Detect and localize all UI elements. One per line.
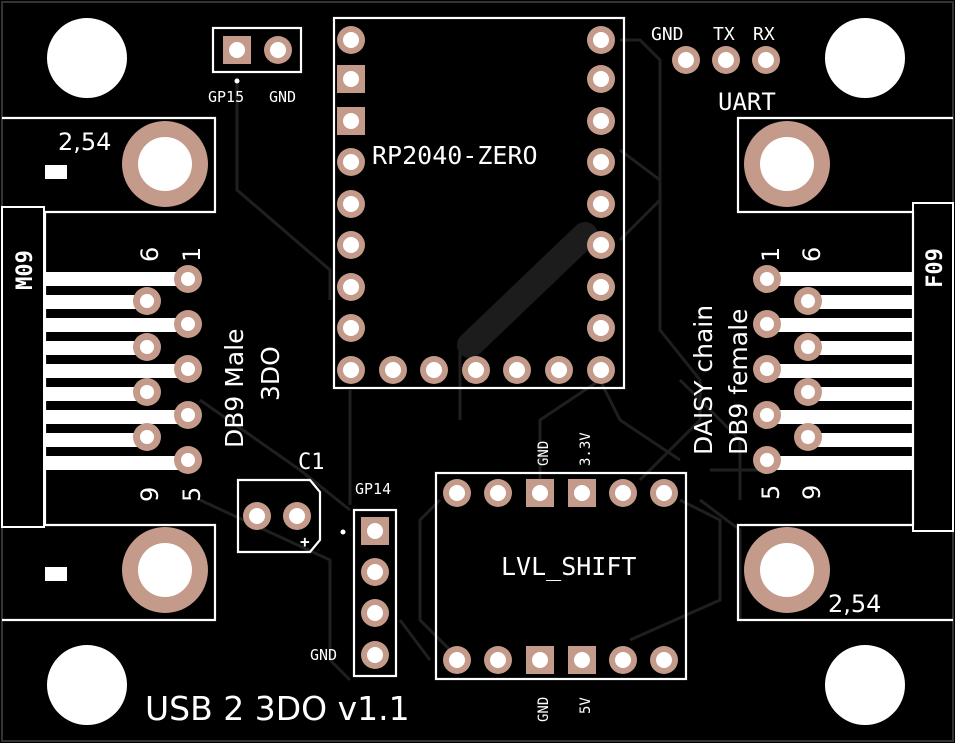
right-pin-5-label: 5 bbox=[757, 485, 785, 500]
uart-tx-label: TX bbox=[713, 24, 735, 45]
left-pitch-label: 2,54 bbox=[58, 128, 111, 156]
right-pitch-label: 2,54 bbox=[828, 590, 881, 618]
uart-gnd-label: GND bbox=[651, 24, 684, 45]
uart-header bbox=[672, 46, 780, 74]
left-pin-6-label: 6 bbox=[136, 247, 164, 262]
gp15-header bbox=[211, 26, 303, 84]
ls-top-gnd-label: GND bbox=[536, 441, 552, 466]
gp15-label: GP15 bbox=[208, 88, 244, 106]
right-connector-label: F09 bbox=[923, 248, 948, 288]
left-pin-9-label: 9 bbox=[136, 487, 164, 502]
rp2040-zero-module bbox=[332, 16, 626, 390]
left-pin-5-label: 5 bbox=[178, 487, 206, 502]
board-title: USB 2 3DO v1.1 bbox=[145, 689, 410, 728]
c1-capacitor bbox=[236, 478, 322, 554]
c1-label: C1 bbox=[298, 450, 325, 475]
left-connector-label: M09 bbox=[13, 250, 38, 290]
db9-male-connector bbox=[1, 116, 217, 622]
db9-male-pins bbox=[133, 265, 202, 474]
gp15-gnd-label: GND bbox=[269, 88, 296, 106]
db9-male-3do-label: 3DO bbox=[256, 346, 285, 401]
uart-rx-label: RX bbox=[753, 24, 775, 45]
db9-female-connector bbox=[736, 116, 954, 622]
rp2040-label: RP2040-ZERO bbox=[372, 141, 538, 170]
mounting-holes bbox=[39, 10, 913, 733]
ls-top-33v-label: 3.3V bbox=[578, 432, 594, 466]
gp14-header bbox=[340, 508, 398, 678]
gp14-gnd-label: GND bbox=[310, 646, 337, 664]
silkscreen-labels: 2,54 2,54 M09 F09 6 1 9 5 1 6 5 9 DB9 Ma… bbox=[13, 24, 948, 728]
right-pin-9-label: 9 bbox=[798, 485, 826, 500]
db9-male-label: DB9 Male bbox=[220, 329, 249, 448]
left-pin-1-label: 1 bbox=[178, 247, 206, 262]
c1-plus-label: + bbox=[300, 532, 310, 551]
level-shifter-module bbox=[434, 471, 688, 681]
uart-label: UART bbox=[718, 88, 776, 116]
ls-bot-5v-label: 5V bbox=[578, 697, 594, 714]
ls-bot-gnd-label: GND bbox=[536, 697, 552, 722]
gp14-label: GP14 bbox=[355, 480, 391, 498]
copper-traces bbox=[199, 38, 760, 682]
right-pin-1-label: 1 bbox=[757, 247, 785, 262]
daisy-chain-label: DAISY chain bbox=[689, 305, 718, 455]
right-pin-6-label: 6 bbox=[798, 247, 826, 262]
lvl-shift-label: LVL_SHIFT bbox=[501, 552, 636, 581]
db9-female-label: DB9 female bbox=[724, 309, 753, 455]
db9-female-pins bbox=[753, 265, 822, 474]
